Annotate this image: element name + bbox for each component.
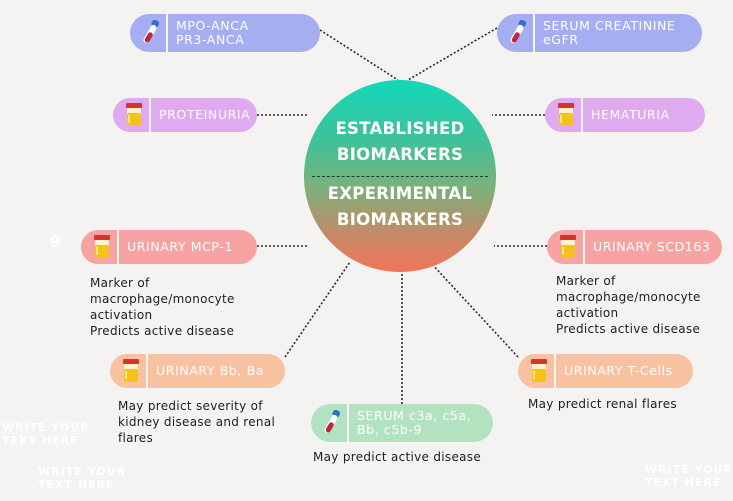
placeholder-line: TEXT HERE [645,476,722,489]
biomarker-label: HEMATURIA [583,108,670,122]
description-line: May predict active disease [313,450,482,464]
hub-experimental-line1: EXPERIMENTAL [327,184,473,203]
hub-experimental-line2: BIOMARKERS [336,210,464,229]
urine-cup-icon [553,230,585,264]
biomarker-label: URINARY Bb, Ba [148,364,264,378]
biomarker-pill-scd: URINARY SCD163 [547,230,722,264]
urine-cup-icon [524,354,556,388]
connector-line [407,27,498,81]
biomarker-label-line: PR3-ANCA [176,32,245,47]
biomarker-description-bb: May predict severity of kidney disease an… [118,398,275,446]
hub-established-line1: ESTABLISHED [335,119,465,138]
placeholder-line: TEXT HERE [38,478,115,491]
blood-tube-icon [503,14,535,52]
description-line: activation [556,306,619,320]
biomarker-pill-tcell: URINARY T-Cells [518,354,693,388]
urine-cup-icon [116,354,148,388]
biomarker-pill-bb: URINARY Bb, Ba [110,354,285,388]
biomarker-label: SERUM c3a, c5a,Bb, c5b-9 [349,409,471,437]
urine-cup-icon [119,98,151,132]
placeholder-text: 9 [50,232,62,251]
connector-line [429,261,519,358]
biomarker-label-line: URINARY MCP-1 [127,239,233,254]
biomarker-pill-hema: HEMATURIA [545,98,705,132]
description-line: Marker of [90,276,150,290]
biomarker-label-line: URINARY T-Cells [564,363,673,378]
description-line: macrophage/monocyte [90,292,235,306]
description-line: May predict renal flares [528,397,677,411]
description-line: Marker of [556,274,616,288]
biomarker-label-line: eGFR [543,32,579,47]
central-hub: ESTABLISHED BIOMARKERS EXPERIMENTAL BIOM… [304,80,496,272]
description-line: Predicts active disease [556,322,701,336]
description-line: Predicts active disease [90,324,235,338]
placeholder-line: TEXT HERE [2,434,79,447]
biomarker-label-line: HEMATURIA [591,107,670,122]
biomarker-label-line: PROTEINURIA [159,107,251,122]
biomarker-pill-mcp: URINARY MCP-1 [81,230,257,264]
biomarker-label-line: Bb, c5b-9 [357,422,423,437]
description-line: May predict severity of [118,399,263,413]
biomarker-label: URINARY T-Cells [556,364,673,378]
connector-line [319,29,399,81]
blood-tube-icon [136,14,168,52]
biomarker-description-tcell: May predict renal flares [528,396,677,412]
biomarker-pill-prot: PROTEINURIA [113,98,257,132]
biomarker-label-line: URINARY Bb, Ba [156,363,265,378]
urine-cup-icon [551,98,583,132]
biomarker-label: URINARY SCD163 [585,240,710,254]
urine-cup-icon [87,230,119,264]
hub-divider [312,176,488,177]
description-line: flares [118,431,154,445]
connector-line [284,261,351,358]
biomarker-pill-serum: SERUM c3a, c5a,Bb, c5b-9 [311,404,493,442]
placeholder-line: 9 [50,232,63,251]
description-line: activation [90,308,153,322]
placeholder-line: WRITE YOUR [38,465,126,478]
biomarker-label: PROTEINURIA [151,108,250,122]
description-line: macrophage/monocyte [556,290,701,304]
biomarker-label-line: SERUM CREATININE [543,18,676,33]
biomarker-label: URINARY MCP-1 [119,240,233,254]
biomarker-label-line: MPO-ANCA [176,18,249,33]
placeholder-line: WRITE YOUR [645,463,733,476]
description-line: kidney disease and renal [118,415,276,429]
hub-established-line2: BIOMARKERS [336,145,464,164]
placeholder-line: WRITE YOUR [2,421,90,434]
biomarker-description-serum: May predict active disease [313,449,481,465]
blood-tube-icon [317,404,349,442]
biomarker-label-line: SERUM c3a, c5a, [357,408,472,423]
biomarker-label-line: URINARY SCD163 [593,239,711,254]
